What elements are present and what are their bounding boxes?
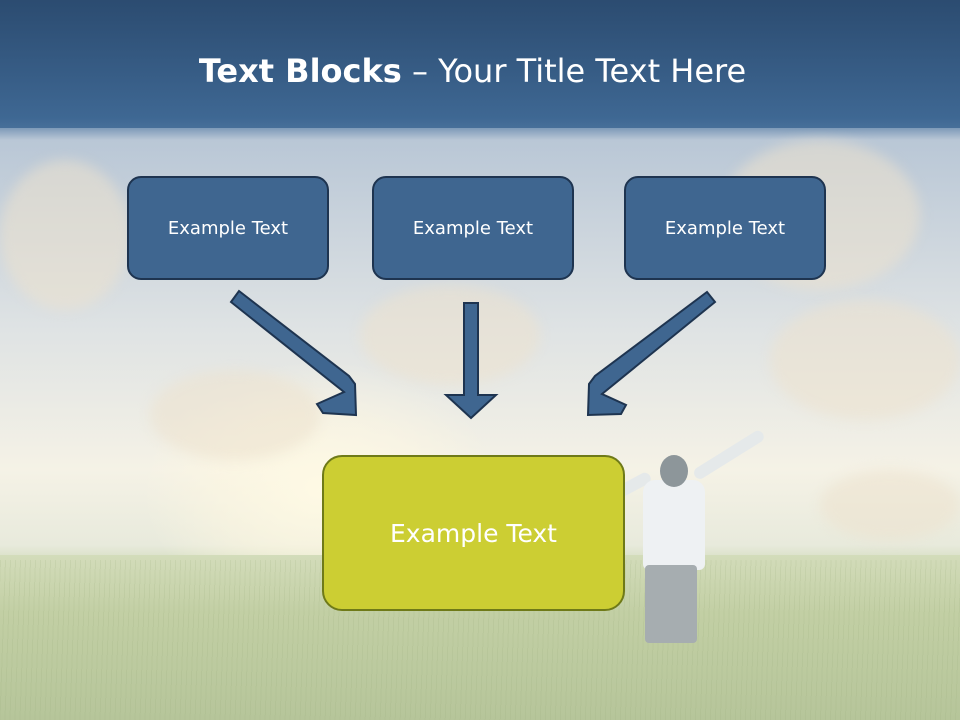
text-block-2-label: Example Text	[412, 217, 534, 239]
cloud	[770, 300, 960, 420]
title-bold: Text Blocks	[198, 52, 402, 90]
cloud	[150, 370, 320, 460]
cloud	[820, 470, 960, 540]
slide-title: Text Blocks – Your Title Text Here	[0, 52, 945, 90]
arrow-left	[229, 289, 358, 417]
text-block-1-label: Example Text	[167, 217, 289, 239]
text-block-3[interactable]: Example Text	[624, 176, 826, 280]
text-block-1[interactable]: Example Text	[127, 176, 329, 280]
cloud	[0, 160, 130, 310]
text-block-2[interactable]: Example Text	[372, 176, 574, 280]
arrow-middle	[443, 302, 499, 420]
title-rest: Your Title Text Here	[438, 52, 747, 90]
title-band	[0, 0, 960, 128]
target-block[interactable]: Example Text	[322, 455, 625, 611]
arrow-right	[586, 290, 717, 417]
cloud	[360, 285, 540, 385]
text-block-3-label: Example Text	[664, 217, 786, 239]
target-block-label: Example Text	[390, 518, 557, 548]
title-separator: –	[401, 52, 439, 90]
